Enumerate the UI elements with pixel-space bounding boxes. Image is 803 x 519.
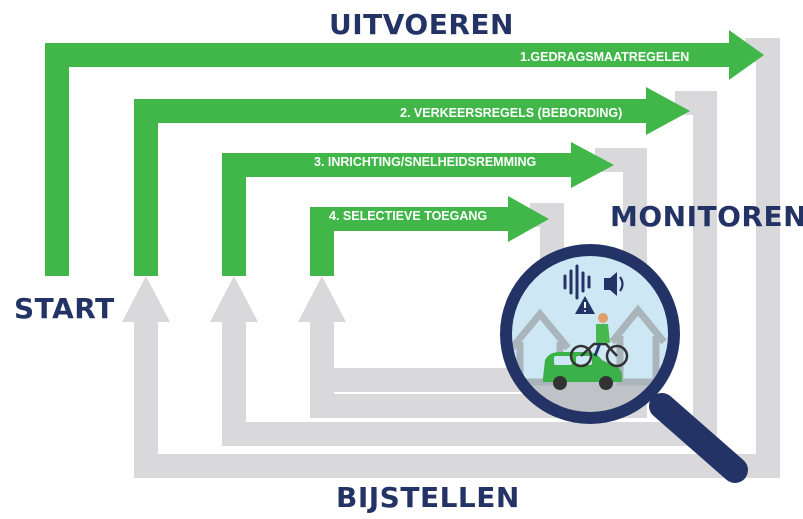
warning-icon (575, 296, 595, 314)
green-arrowhead-1 (729, 30, 764, 80)
sound-wave-icon (563, 264, 591, 300)
speaker-icon (604, 272, 624, 296)
green-arrowhead-3 (571, 142, 614, 188)
return-arrowhead-3 (298, 276, 346, 322)
green-arrowhead-4 (508, 196, 549, 242)
green-arrow-4 (310, 207, 512, 276)
execute-label: UITVOEREN (329, 8, 514, 41)
green-arrow-2 (134, 99, 650, 276)
step-label-1: 1.GEDRAGSMAATREGELEN (520, 50, 690, 64)
adjust-label: BIJSTELLEN (336, 481, 520, 514)
green-arrowheads (508, 30, 764, 242)
step-label-4: 4. SELECTIEVE TOEGANG (329, 209, 488, 223)
start-label: START (14, 292, 115, 325)
step-label-2: 2. VERKEERSREGELS (BEBORDING) (400, 106, 623, 120)
return-loop-1 (134, 38, 780, 478)
execution-arrows (45, 43, 735, 276)
step-label-3: 3. INRICHTING/SNELHEIDSREMMING (314, 155, 537, 169)
return-arrowhead-2 (210, 276, 258, 322)
return-arrowheads (122, 276, 346, 322)
return-arrowhead-1 (122, 276, 170, 322)
cyclist-icon (569, 313, 629, 368)
green-arrow-1 (45, 43, 735, 276)
magnifier-handle (649, 393, 748, 483)
lens-ring (500, 244, 680, 424)
green-arrow-3 (222, 153, 577, 276)
monitor-label: MONITOREN (610, 200, 803, 233)
green-arrowhead-2 (646, 87, 690, 135)
